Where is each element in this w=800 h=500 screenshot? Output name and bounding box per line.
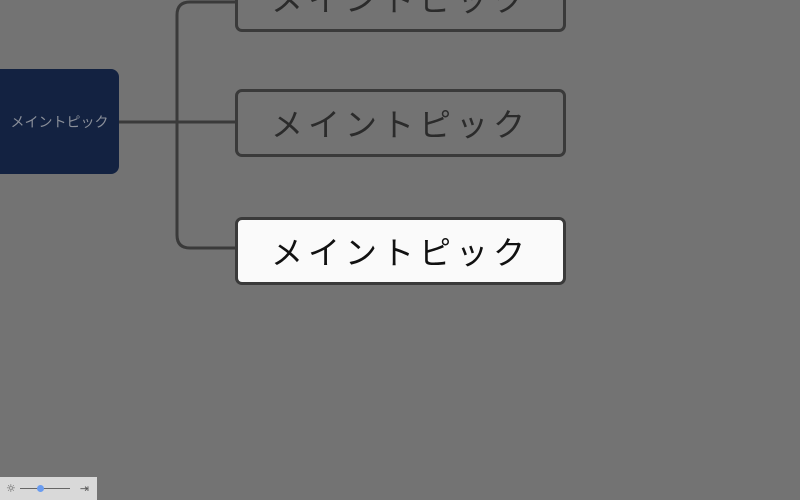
subtopic-label: メイントピック [270, 234, 530, 272]
zoom-slider[interactable] [19, 484, 70, 494]
slider-thumb[interactable] [36, 484, 44, 492]
subtopic-1[interactable]: メイントピック [235, 0, 566, 32]
subtopic-label: メイントピック [270, 0, 530, 19]
central-topic-label: メイントピック [10, 114, 109, 131]
exit-icon[interactable]: ⇥ [79, 482, 90, 495]
subtopic-2[interactable]: メイントピック [235, 89, 566, 157]
subtopic-3-selected[interactable]: メイントピック [235, 217, 566, 285]
slider-track [19, 487, 70, 489]
bottom-toolbar: ☼ ⇥ [0, 477, 97, 500]
subtopic-label: メイントピック [270, 106, 530, 144]
central-topic[interactable]: メイントピック [0, 69, 119, 174]
sun-icon[interactable]: ☼ [6, 482, 16, 495]
